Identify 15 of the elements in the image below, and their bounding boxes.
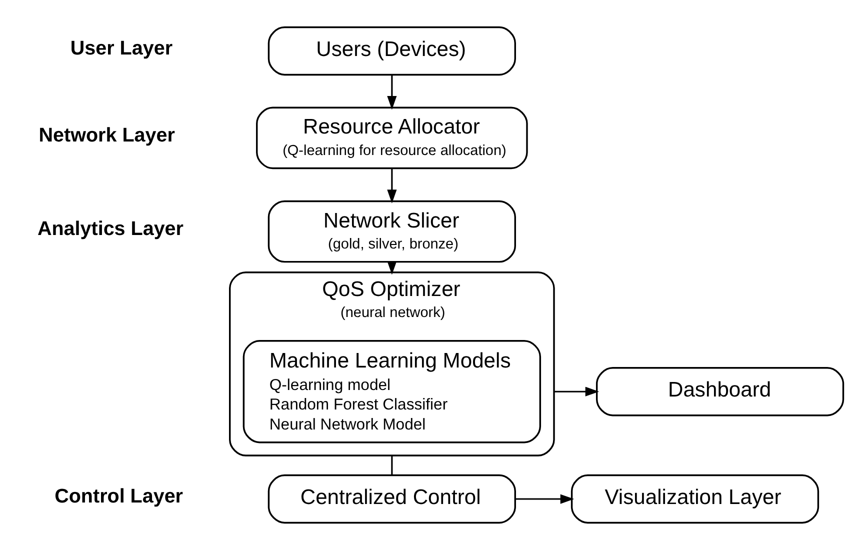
label: Control Layer [54,484,184,507]
node-box: Centralized Control [268,474,516,524]
arrow [387,74,397,110]
label: User Layer [70,36,173,59]
arrow [554,386,600,396]
connector [391,455,393,474]
arrow [387,168,397,203]
node-box: Resource Allocator (Q-learning for resource allocation) [256,106,528,169]
node-box: Visualization Layer [570,474,820,524]
node-box: Dashboard [596,366,844,416]
label: Network Layer [38,124,175,146]
node-box: Users (Devices) [268,26,516,76]
node-box: Machine Learning Models Q-learning model Random Forest Classifier Neural Network Model [242,340,542,443]
label: Analytics Layer [37,217,184,240]
arrow [516,494,574,504]
